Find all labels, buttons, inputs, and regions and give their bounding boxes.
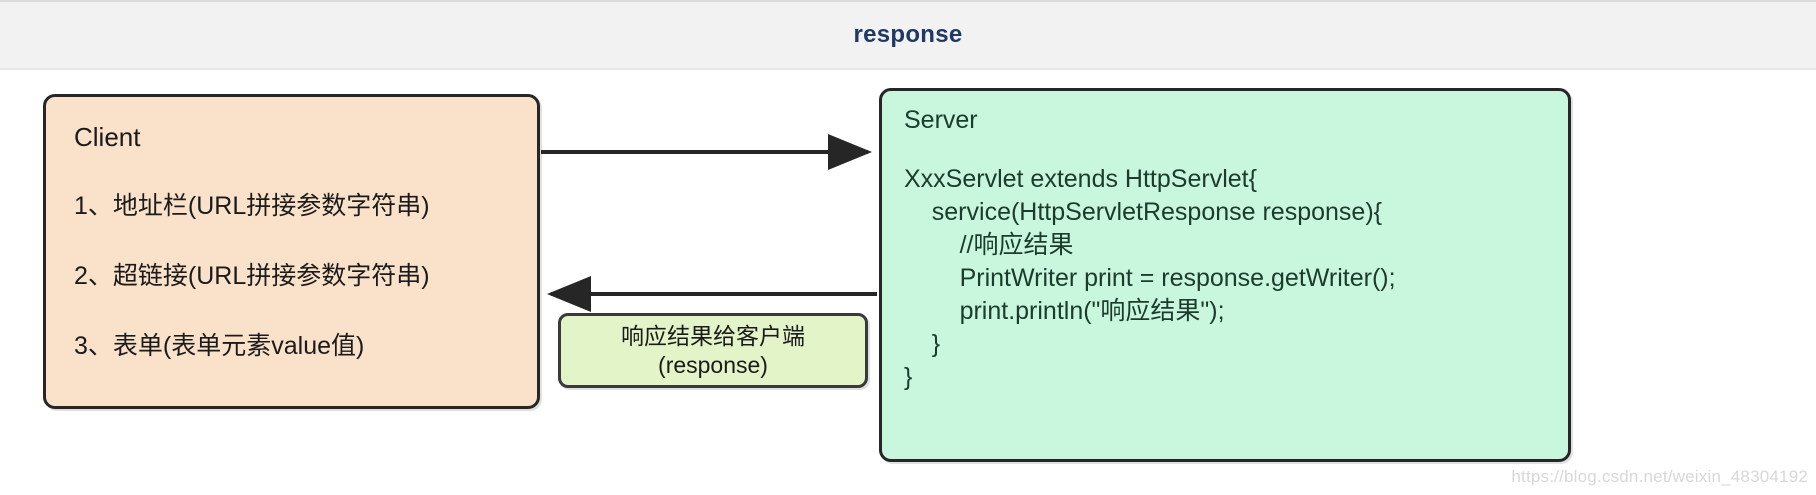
client-item: 1、地址栏(URL拼接参数字符串)	[74, 191, 430, 220]
client-item-list: 1、地址栏(URL拼接参数字符串) 2、超链接(URL拼接参数字符串) 3、表单…	[74, 186, 537, 362]
diagram-canvas: Client 1、地址栏(URL拼接参数字符串) 2、超链接(URL拼接参数字符…	[0, 70, 1816, 495]
callout-line-primary: 响应结果给客户端	[621, 322, 805, 349]
client-item: 2、超链接(URL拼接参数字符串)	[74, 261, 430, 290]
server-node-title: Server	[904, 106, 978, 134]
client-item: 3、表单(表单元素value值)	[74, 331, 365, 360]
header-bar: response	[0, 0, 1816, 70]
callout-line-secondary: (response)	[658, 351, 768, 378]
client-node-title: Client	[74, 122, 141, 152]
page-title: response	[853, 21, 963, 48]
client-node[interactable]: Client 1、地址栏(URL拼接参数字符串) 2、超链接(URL拼接参数字符…	[43, 94, 540, 409]
server-code-block: XxxServlet extends HttpServlet{ service(…	[904, 164, 1396, 391]
server-node[interactable]: Server XxxServlet extends HttpServlet{ s…	[879, 88, 1571, 462]
watermark-text: https://blog.csdn.net/weixin_48304192	[1511, 467, 1808, 486]
response-callout-node[interactable]: 响应结果给客户端 (response)	[558, 313, 868, 388]
